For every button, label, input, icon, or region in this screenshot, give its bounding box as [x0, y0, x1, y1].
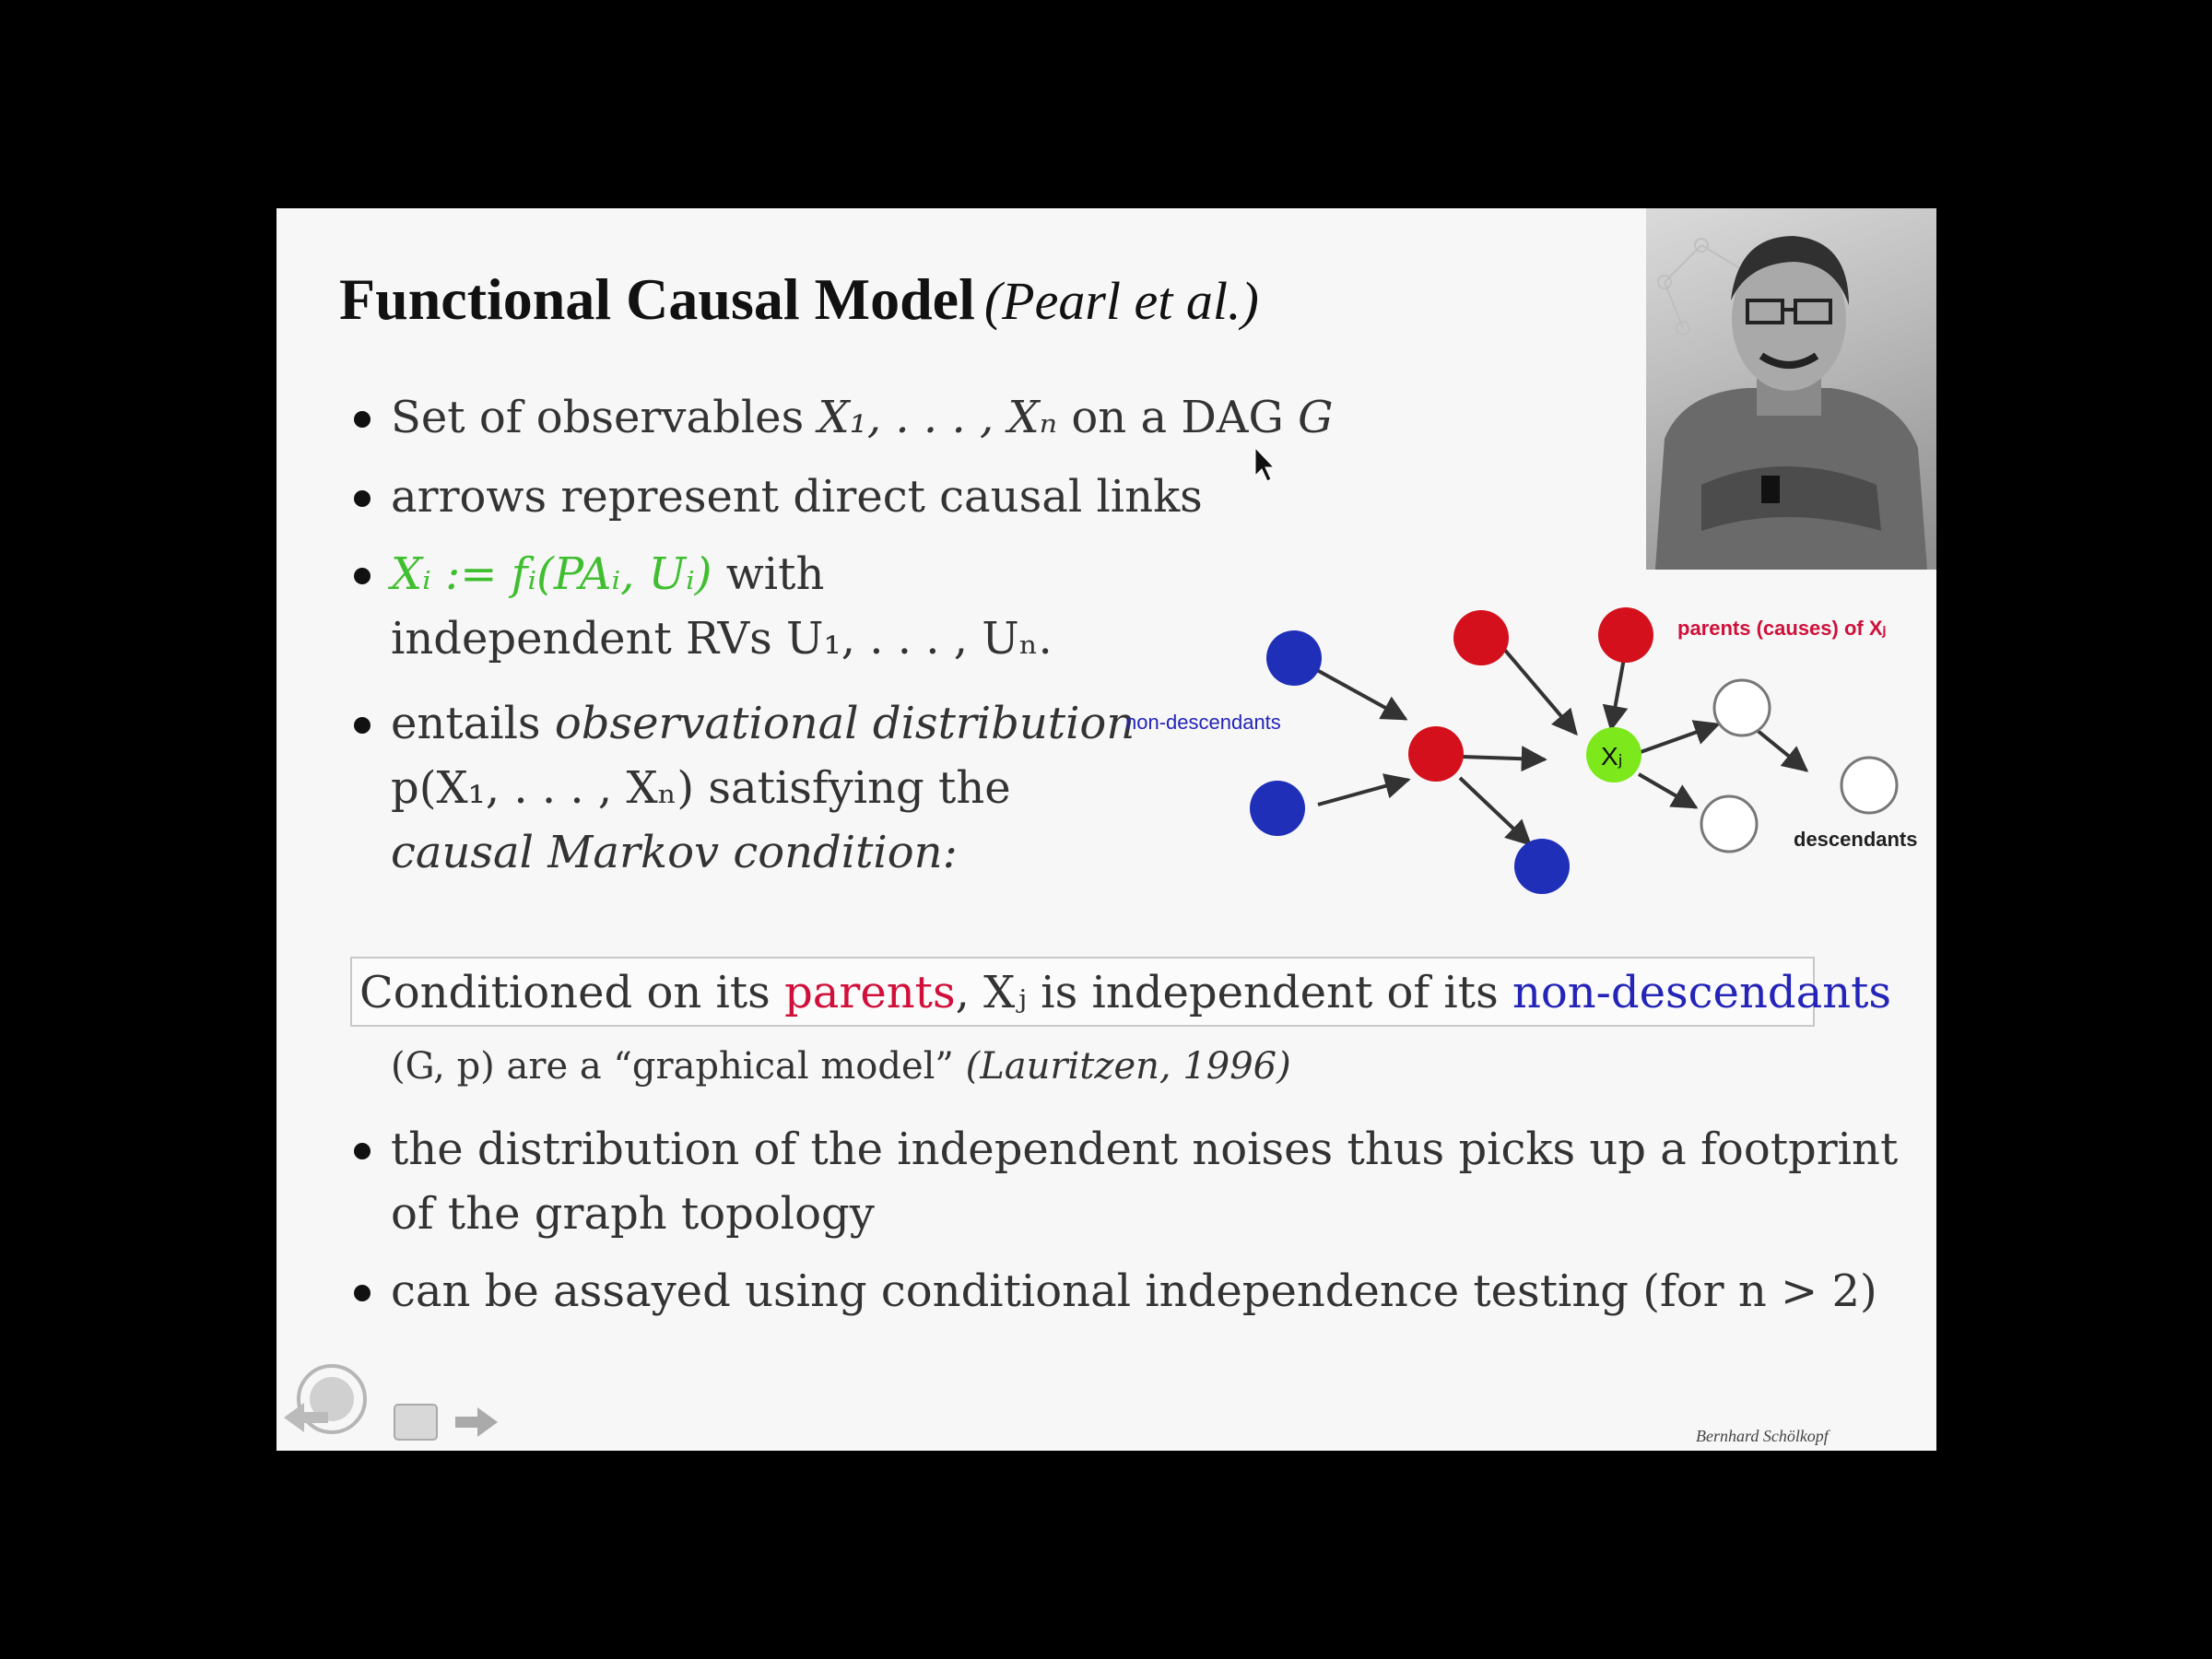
bullet-dot — [354, 411, 371, 428]
node-parent — [1598, 607, 1653, 663]
menu-icon[interactable] — [394, 1404, 438, 1441]
node-descendant — [1712, 678, 1771, 737]
slide-title-text: Functional Causal Model — [339, 266, 975, 332]
node-non-descendant — [1266, 630, 1322, 686]
slide-title-citation: (Pearl et al.) — [983, 271, 1259, 331]
graphical-model-note: (G, p) are a “graphical model” (Lauritze… — [391, 1034, 1291, 1099]
bullet-structural-equation: Xᵢ := fᵢ(PAᵢ, Uᵢ) with — [391, 542, 824, 606]
bullet-dot — [354, 717, 371, 734]
label-parents: parents (causes) of Xⱼ — [1677, 617, 1886, 640]
footer-author: Bernhard Schölkopf — [1696, 1427, 1829, 1445]
bullet-entails-line2: p(X₁, . . . , Xₙ) satisfying the — [391, 762, 1011, 814]
bullet-arrows: arrows represent direct causal links — [391, 471, 1203, 523]
portrait-photo — [1646, 208, 1936, 570]
mouse-cursor-icon — [1254, 446, 1276, 482]
node-target-xj — [1586, 727, 1641, 782]
node-ancestor — [1408, 726, 1464, 782]
node-non-descendant — [1250, 781, 1305, 836]
structural-equation: Xᵢ := fᵢ(PAᵢ, Uᵢ) — [391, 548, 712, 600]
box-parents: parents — [784, 967, 956, 1018]
bullet-entails-text: entails — [391, 698, 555, 749]
math-x1-xn: X₁, . . . , Xₙ — [818, 392, 1058, 443]
bullet-ci-testing: can be assayed using conditional indepen… — [391, 1265, 1877, 1317]
bullet-noise-footprint-line2: of the graph topology — [391, 1188, 875, 1240]
math-g: G — [1298, 392, 1334, 443]
bullet-entails-line3: causal Markov condition: — [391, 827, 958, 878]
node-non-descendant — [1514, 839, 1570, 894]
logo-icon — [297, 1364, 367, 1434]
structural-equation-with: with — [712, 548, 825, 600]
node-descendant — [1700, 794, 1759, 853]
bullet-structural-equation-line2: independent RVs U₁, . . . , Uₙ. — [391, 613, 1053, 665]
arrow-right-icon[interactable] — [455, 1407, 498, 1437]
arrow-left-icon[interactable] — [284, 1403, 328, 1432]
bullet-entails: entails observational distribution — [391, 691, 1135, 756]
label-descendants: descendants — [1794, 828, 1918, 851]
slide-title: Functional Causal Model(Pearl et al.) — [339, 265, 1259, 334]
graphical-model-citation: (Lauritzen, 1996) — [965, 1045, 1291, 1088]
slide: Functional Causal Model(Pearl et al.) Se… — [276, 208, 1936, 1451]
observational-distribution: observational distribution — [554, 698, 1135, 749]
bullet-dot — [354, 490, 371, 507]
node-descendant — [1840, 756, 1899, 815]
markov-condition-box: Conditioned on its parents, Xⱼ is indepe… — [350, 957, 1891, 1027]
bullet-observables: Set of observables X₁, . . . , Xₙ on a D… — [391, 385, 1333, 450]
bullet-observables-text: Set of observables — [391, 392, 818, 443]
bullet-dot — [354, 1285, 371, 1301]
box-non-descendants: non-descendants — [1512, 967, 1892, 1018]
box-text-mid: , Xⱼ is independent of its — [955, 967, 1512, 1018]
node-parent — [1453, 610, 1509, 665]
node-target-label: Xⱼ — [1601, 742, 1623, 771]
bullet-dot — [354, 568, 371, 584]
graphical-model-text: (G, p) are a “graphical model” — [391, 1045, 954, 1088]
markov-condition-text: Conditioned on its parents, Xⱼ is indepe… — [359, 960, 1891, 1025]
label-non-descendants: non-descendants — [1125, 711, 1281, 734]
box-text-pre: Conditioned on its — [359, 967, 785, 1018]
bullet-noise-footprint: the distribution of the independent nois… — [391, 1124, 1899, 1175]
bullet-observables-text-2: on a DAG — [1057, 392, 1299, 443]
slide-navigation — [284, 1362, 505, 1445]
bullet-dot — [354, 1143, 371, 1159]
graph-edges — [1314, 645, 1809, 846]
